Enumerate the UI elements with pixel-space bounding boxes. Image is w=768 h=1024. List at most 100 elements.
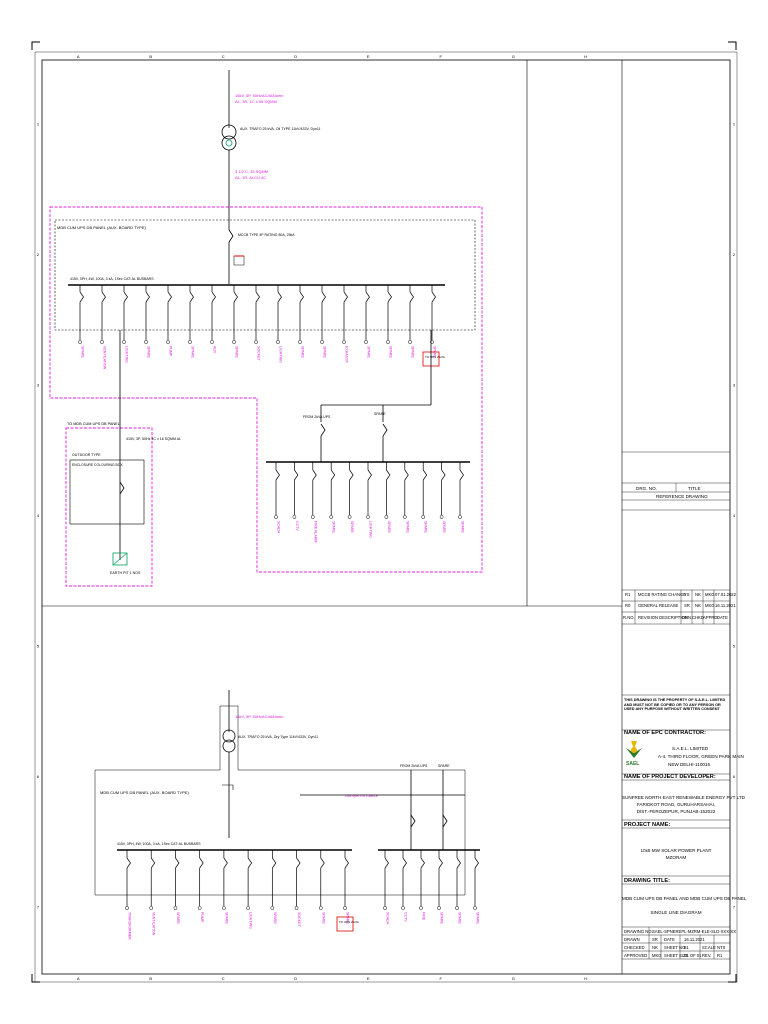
grid-row-right-2: 2 [733,252,736,257]
bottom-left-feeder-9: SPARE [343,850,350,925]
grid-col-bottom-E: E [367,976,370,981]
ups-feeder-label-2: FIRE ALARM [313,521,317,542]
rev-0-date: 16.11.2021 [715,603,736,608]
ups-feeder-5: LIGHTING [366,462,373,538]
top-feeder-9: LIGHTING [276,285,283,363]
top-feeder-label-15: SPARE [411,346,415,359]
ups-feeder-label-5: LIGHTING [369,521,373,538]
ups-feeder-label-4: SPARE [350,521,354,534]
grid-row-right-1: 1 [733,121,736,126]
bottom-left-feeder-label-5: LIGHTING [249,912,253,929]
bottom-right-feeder-4: SPARE [455,850,462,925]
rev-header-appd: APPRD [703,615,718,620]
approved-label: APPROVED [624,953,648,958]
transformer-primary-symbol [221,124,237,140]
sheet-no-label: SHEET NO. [664,945,687,950]
title-label: TITLE [688,486,701,491]
top-feeder-15: SPARE [408,285,415,359]
aux-enclosure-label: ENCLOSURE COLOURING BOX [72,463,123,467]
grid-col-A: A [77,54,80,59]
bottom-right-feeder-3: SPARE [437,850,444,925]
bottom-left-feeder-label-4: SPARE [224,912,228,925]
sheet-no-value: 01 [684,945,689,950]
grid-col-bottom-B: B [149,976,152,981]
bottom-left-feeder-7: SOCKET [294,850,301,928]
top-feeder-label-7: SPARE [235,346,239,359]
top-feeder-11: SPARE [320,285,327,359]
rev-1-date: 07.01.2022 [715,592,736,597]
ups-feeder-4: SPARE [347,462,354,534]
top-feeder-14: SPARE [386,285,393,359]
ups-box-top-label: TO UPS 2 kVA [425,355,445,359]
rev-header-date: DATE [717,615,728,620]
rev-header-drn: DRN. [682,615,693,620]
grid-col-bottom-G: G [512,976,515,981]
outer-frame [34,51,738,983]
drawing-title-1: MDB CUM UPS DB PANEL AND MDB CUM UPS DB … [622,896,747,901]
grid-col-bottom-C: C [222,976,225,981]
bottom-panel-outline [94,705,466,896]
ups-box-bottom-label: TO UPS 2 kVA [339,920,359,924]
bottom-left-feeder-0: TRANSFORMER [125,850,132,940]
project-name-2: MZORAM [665,855,687,860]
grid-row-right-7: 7 [733,905,736,910]
epc-name: S.A.E.L. LIMITED [672,746,709,751]
grid-row-right-5: 5 [733,644,736,649]
bottom-right-feeder-1: CCTV [401,850,408,922]
developer-name: SUNFREE NORTH EAST RENEWABLE ENERGY PVT … [622,795,745,800]
ups-feeder-label-7: SPARE [405,521,409,534]
bottom-left-feeder-8: SPARE [318,850,325,925]
bottom-left-feeder-1: VENTILATION [149,850,156,936]
disclaimer-text: THIS DRAWING IS THE PROPERTY OF S.A.E.L.… [624,698,726,712]
transformer-out-label-2: AL, 1R, ALCU 4C [235,175,266,180]
grid-col-D: D [294,54,297,59]
ups-feeder-10: SPARE [458,462,465,534]
transformer-out-label: 3 1/2 C, 35 SQMM [235,169,268,174]
ups-feeder-label-10: SPARE [461,521,465,534]
bottom-right-feeder-label-2: FIRE [422,912,426,921]
rev-0-chkd: NK [695,603,701,608]
top-incomer-label-2: AL, 3R, 1C x 95 SQMM [235,99,277,104]
rev-label: REV. [702,953,712,958]
approved-value: MKG [652,953,662,958]
date-value: 16.11.2021 [684,937,705,942]
top-feeder-label-14: SPARE [389,346,393,359]
rev-value: R1 [717,953,723,958]
bottom-feeder-group: TRANSFORMER VENTILATION SPARE PUMP SPARE LIGH… [125,850,480,940]
drawn-label: DRAWN [624,937,640,942]
aux-enclosure [69,459,145,525]
grid-col-bottom-D: D [294,976,297,981]
outer-border [41,59,731,975]
bottom-busbar-label: 415V, 3PH, 4W, 100A, 3 kA, 1Sec CAT: AL … [117,842,201,846]
title-block-lines [622,451,730,960]
top-feeder-label-13: SPARE [367,346,371,359]
bottom-left-feeder-label-2: SPARE [176,912,180,925]
bottom-diagram: 16kV, 3P, 50HzAC/AlAlumn AUX. TRAFO 25 k… [94,690,480,940]
bottom-right-feeder-label-5: SPARE [476,912,480,925]
top-feeder-label-12: EXHAUST [345,346,349,364]
grid-col-bottom-A: A [77,976,80,981]
sheet-size-label: SHEET SIZE [664,953,689,958]
earth-pit-symbol [112,552,128,566]
epc-label: NAME OF EPC CONTRACTOR: [624,730,706,736]
ups-feeder-2: FIRE ALARM [310,462,317,542]
ups-feeder-6: SPARE [384,462,391,534]
bottom-right-feeder-label-1: CCTV [404,912,408,922]
ups-source-label: FROM 2kVA UPS [303,415,331,419]
top-feeder-3: SPARE [144,285,151,359]
rev-0-drn: SR [684,603,690,608]
scale-label: SCALE [702,945,716,950]
ups-feeder-label-0: SCADA [277,521,281,534]
bottom-ups-spare: SPARE [438,764,450,768]
checked-value: NK [652,945,658,950]
ups-box-bottom [336,916,354,932]
sael-logo-text: SAEL [626,761,640,767]
bottom-transformer-label: AUX. TRAFO 25 kVA, Dry Type 11kV/433V, D… [238,735,318,739]
sael-logo [626,741,642,758]
bottom-left-feeder-3: PUMP [197,850,204,923]
ups-feeder-label-8: SPARE [424,521,428,534]
rev-0-appd: MKG [705,603,715,608]
